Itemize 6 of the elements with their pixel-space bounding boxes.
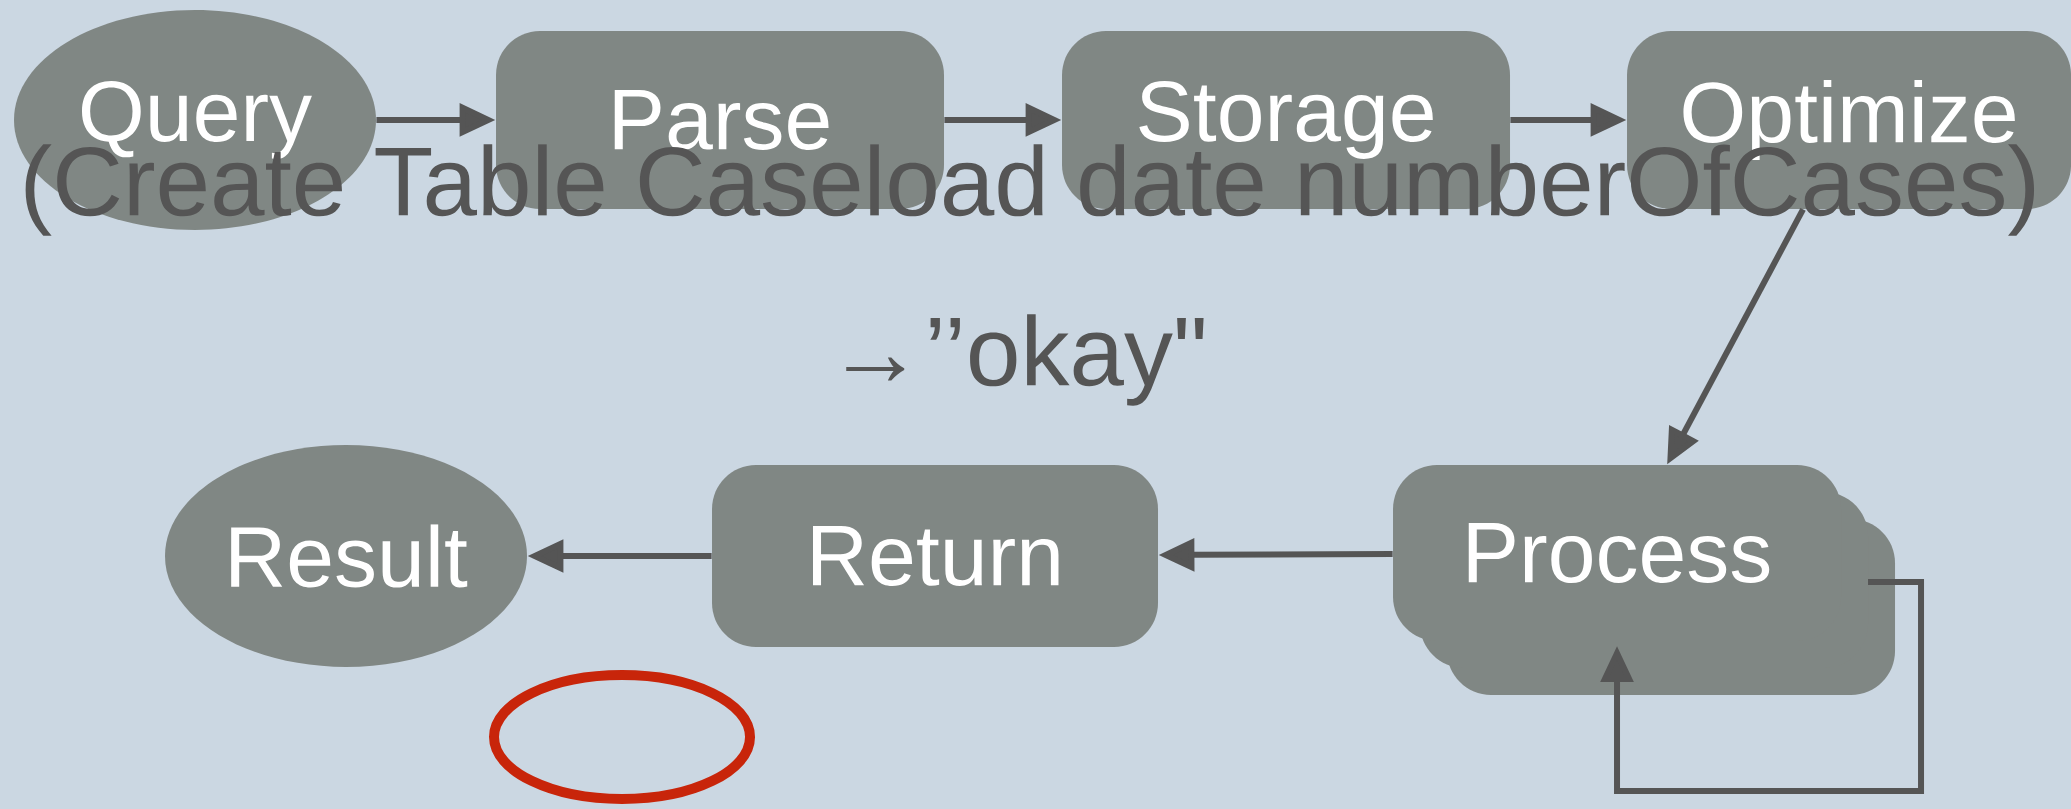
process-box: Return (712, 465, 1158, 647)
stacked-process-box: Process (1393, 465, 1895, 695)
arrow (1600, 579, 1925, 794)
hand-drawn-circle (489, 670, 755, 804)
result-text: →’’okay" (846, 314, 1204, 406)
ellipse-node: Result (165, 445, 527, 667)
